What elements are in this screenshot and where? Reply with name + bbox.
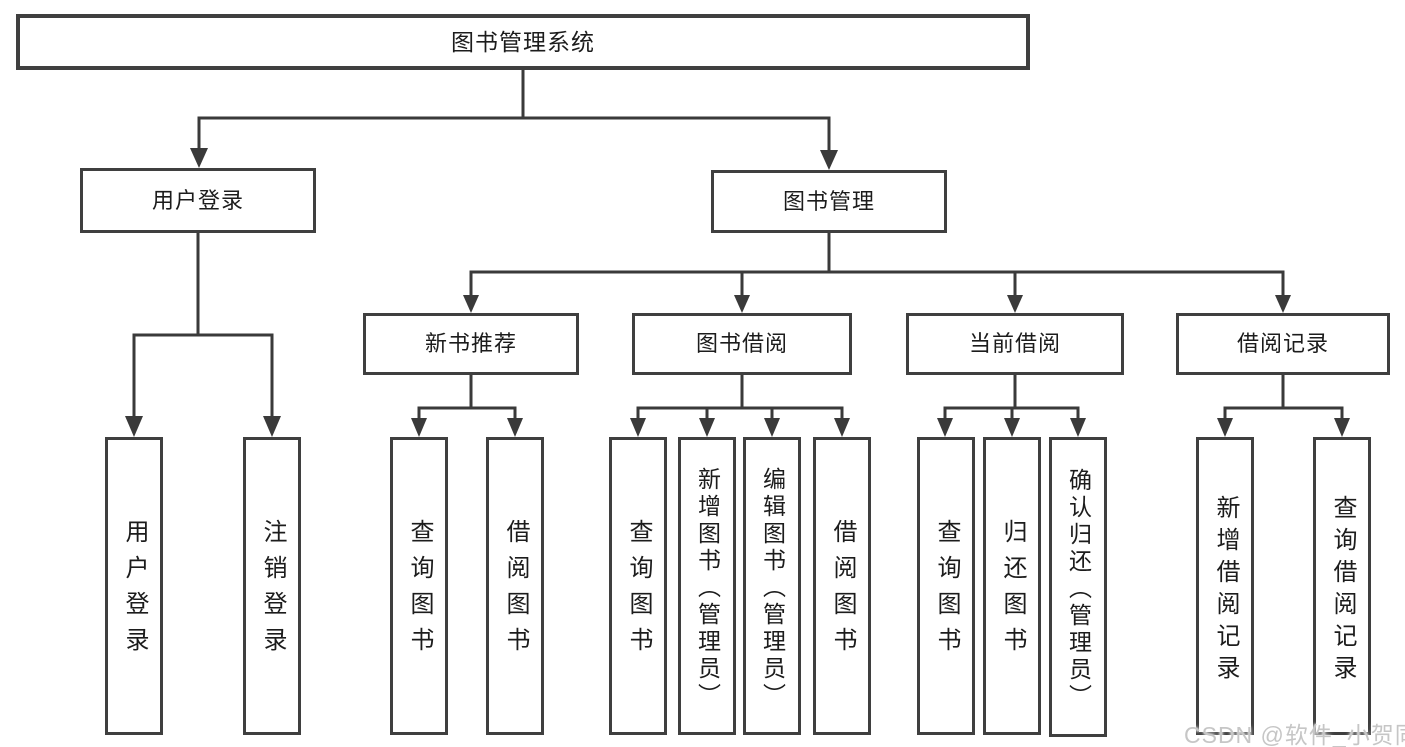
csdn-watermark: CSDN @软件_小贺同学: [1184, 722, 1405, 747]
leaf-user-login: 用户登录: [105, 437, 163, 735]
leaf-query-books-current: 查询图书: [917, 437, 975, 735]
node-current-borrowing: 当前借阅: [906, 313, 1124, 375]
leaf-add-borrow-record: 新增借阅记录: [1196, 437, 1254, 735]
leaf-query-books-borrowing: 查询图书: [609, 437, 667, 735]
leaf-logout: 注销登录: [243, 437, 301, 735]
node-library-management-system: 图书管理系统: [16, 14, 1030, 70]
node-user-login: 用户登录: [80, 168, 316, 233]
node-book-management: 图书管理: [711, 170, 947, 233]
leaf-return-books: 归还图书: [983, 437, 1041, 735]
leaf-borrow-books-recommend: 借阅图书: [486, 437, 544, 735]
leaf-confirm-return-admin: 确认归还（管理员）: [1049, 437, 1107, 737]
node-book-borrowing: 图书借阅: [632, 313, 852, 375]
leaf-query-books-recommend: 查询图书: [390, 437, 448, 735]
leaf-add-books-admin: 新增图书（管理员）: [678, 437, 736, 735]
node-new-book-recommendation: 新书推荐: [363, 313, 579, 375]
node-borrowing-records: 借阅记录: [1176, 313, 1390, 375]
leaf-query-borrow-record: 查询借阅记录: [1313, 437, 1371, 735]
leaf-borrow-books: 借阅图书: [813, 437, 871, 735]
leaf-edit-books-admin: 编辑图书（管理员）: [743, 437, 801, 735]
